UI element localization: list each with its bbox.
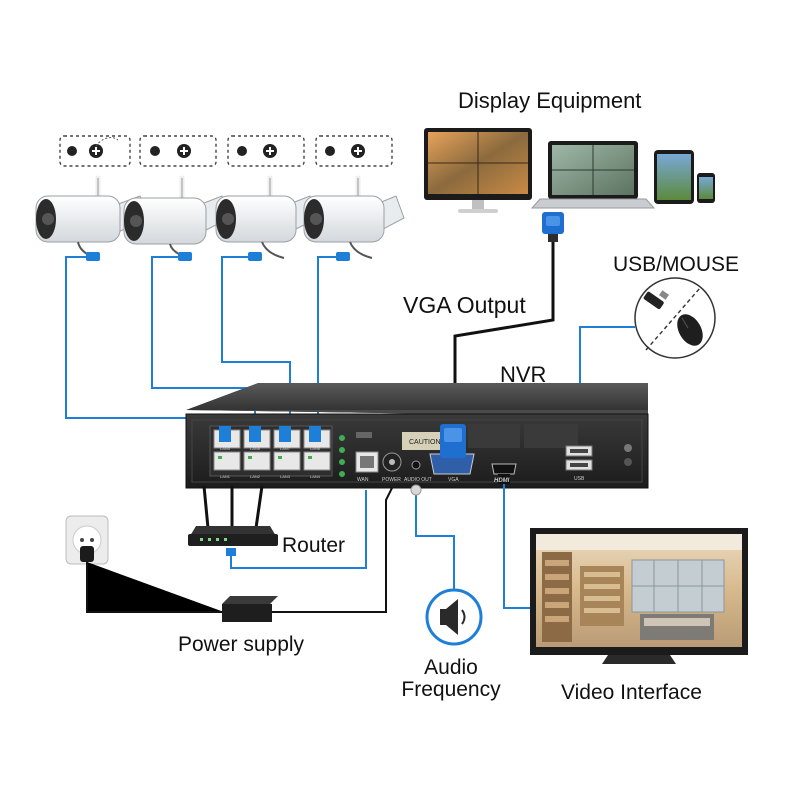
nvr-device (185, 383, 649, 489)
power-supply-label: Power supply (178, 633, 305, 656)
monitor (424, 128, 532, 213)
display-equipment-label: Display Equipment (458, 88, 642, 113)
video-monitor (530, 528, 748, 664)
lan-port-label: LAN1 (220, 474, 231, 479)
hdmi-text: HDMI (494, 478, 510, 484)
wall-socket-icon (65, 515, 109, 565)
camera-icon (150, 146, 160, 156)
mouse-icon (677, 314, 703, 346)
caution-text: CAUTION (409, 439, 441, 446)
tablet (654, 150, 694, 204)
camera-icon (237, 146, 247, 156)
ip-camera-2 (123, 135, 231, 261)
lan-port-label: LAN3 (280, 474, 291, 479)
plus-icon (351, 144, 365, 158)
lan-port-label: LAN6 (250, 446, 261, 451)
ip-camera-4 (303, 135, 405, 261)
ip-camera-3 (215, 135, 319, 261)
plus-icon (263, 144, 277, 158)
camera-bubble (139, 135, 217, 167)
nvr-panel-text: CAUTION WAN POWER AUDIO OUT VGA HDMI USB… (220, 439, 585, 484)
audio-out-text: AUDIO OUT (404, 477, 432, 483)
usb-text: USB (574, 476, 585, 482)
audio-label-line-1: Audio (424, 656, 478, 679)
lan-port-label: LAN4 (310, 474, 321, 479)
camera-bubble (227, 135, 305, 167)
lan-port-label: LAN8 (310, 446, 321, 451)
hdmi-port (491, 463, 517, 475)
router-label: Router (282, 534, 346, 557)
display-equipment (424, 128, 715, 213)
plus-icon (89, 144, 103, 158)
vga-cable (453, 212, 564, 428)
lan-port-label: LAN2 (250, 474, 261, 479)
usb-mouse-label: USB/MOUSE (613, 253, 740, 276)
shop-scene (536, 534, 742, 642)
hdmi-cable (498, 474, 530, 609)
lan-port-label: LAN7 (280, 446, 291, 451)
phone (697, 173, 715, 203)
usb-ports (565, 445, 593, 471)
audio-label-line-2: Frequency (401, 678, 501, 701)
lan-ports (209, 425, 333, 477)
lan-port-label: LAN5 (220, 446, 231, 451)
plus-icon (177, 144, 191, 158)
camera-icon (325, 146, 335, 156)
camera-icon (67, 146, 77, 156)
status-leds (339, 435, 345, 477)
audio-group (410, 484, 483, 646)
power-text: POWER (382, 477, 401, 483)
video-interface-label: Video Interface (561, 681, 702, 704)
audio-out-port (411, 460, 421, 470)
camera-bubble (315, 135, 393, 167)
router (188, 485, 367, 569)
speaker-icon (440, 599, 466, 635)
vga-output-label: VGA Output (403, 292, 526, 318)
vga-port (429, 424, 475, 475)
caution-label (402, 432, 448, 450)
vga-text: VGA (448, 477, 459, 483)
power-port (382, 452, 402, 472)
nvr-label: NVR (500, 362, 547, 387)
audio-frequency-label: Audio Frequency (396, 657, 506, 701)
power-supply (86, 487, 393, 622)
usb-dongle-icon (643, 290, 669, 310)
usb-mouse-group (579, 277, 716, 440)
laptop (530, 141, 656, 209)
camera-bubble (59, 135, 131, 167)
wan-text: WAN (357, 477, 369, 483)
wan-port (355, 451, 379, 473)
